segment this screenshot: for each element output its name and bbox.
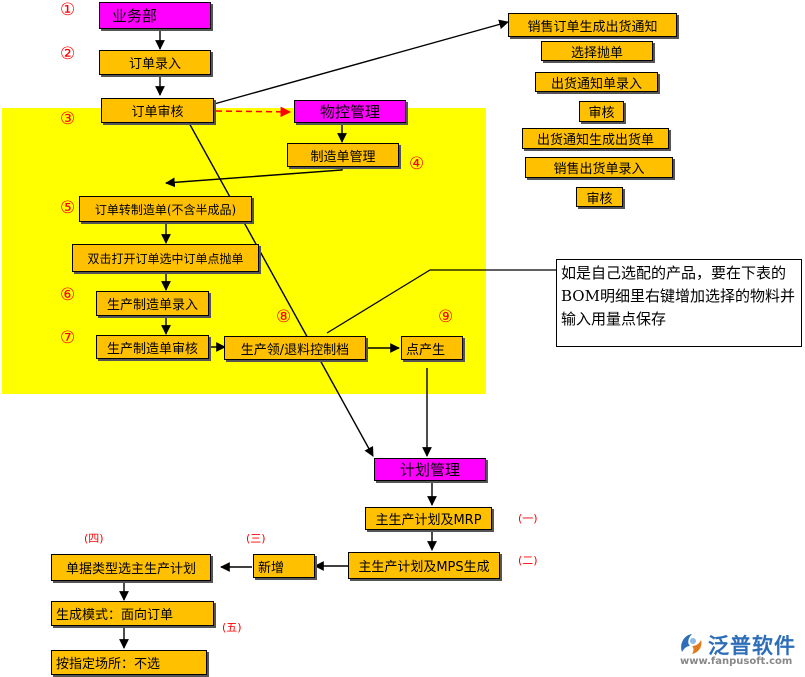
marker-2: ②: [60, 44, 76, 64]
node-review-1: 审核: [579, 101, 624, 122]
logo-name: 泛普软件: [708, 634, 796, 658]
node-click-produce: 点产生: [401, 336, 463, 360]
node-mo-management: 制造单管理: [287, 143, 399, 167]
node-mps-generate: 主生产计划及MPS生成: [348, 552, 500, 579]
node-sales-delivery-notice: 销售订单生成出货通知: [508, 13, 677, 37]
marker-8: ⑧: [276, 307, 292, 327]
marker-7: ⑦: [60, 328, 76, 348]
marker-1: ①: [60, 0, 76, 20]
node-mps-mrp: 主生产计划及MRP: [365, 507, 492, 530]
node-review-2: 审核: [576, 187, 623, 207]
marker-c4: (四): [84, 532, 104, 545]
note-box: 如是自己选配的产品，要在下表的BOM明细里右键增加选择的物料并输入用量点保存: [556, 259, 802, 347]
node-new: 新增: [253, 554, 315, 578]
node-doc-type-select: 单据类型选主生产计划: [51, 554, 211, 581]
node-material-issue: 生产领/退料控制档: [224, 336, 366, 360]
node-delivery-notice-entry: 出货通知单录入: [535, 72, 658, 92]
node-mo-review: 生产制造单审核: [96, 335, 209, 359]
marker-c2: (二): [518, 554, 538, 567]
node-material-control: 物控管理: [294, 100, 406, 123]
node-notice-to-delivery: 出货通知生成出货单: [522, 128, 669, 149]
marker-c3: (三): [246, 532, 266, 545]
logo-url: www.fanpusoft.com: [680, 656, 793, 667]
node-select-pick: 选择抛单: [541, 41, 653, 61]
node-assign-site: 按指定场所：不选: [51, 650, 207, 675]
node-sales-delivery-entry: 销售出货单录入: [525, 157, 673, 178]
node-planning: 计划管理: [374, 458, 486, 481]
marker-4: ④: [409, 154, 425, 174]
marker-6: ⑥: [60, 285, 76, 305]
marker-c5: (五): [222, 621, 242, 634]
fanpu-logo-icon: [681, 634, 702, 654]
marker-c1: (一): [518, 512, 538, 525]
node-order-to-mo: 订单转制造单(不含半成品): [79, 196, 252, 222]
marker-3: ③: [60, 109, 76, 129]
node-business-dept: 业务部: [99, 2, 211, 29]
node-mo-entry: 生产制造单录入: [96, 291, 209, 316]
node-gen-mode: 生成模式：面向订单: [51, 601, 214, 626]
node-order-review: 订单审核: [101, 98, 214, 123]
logo: 泛普软件 www.fanpusoft.com: [678, 630, 800, 670]
node-dblclick-pick: 双击打开订单选中订单点抛单: [72, 244, 259, 272]
node-order-entry: 订单录入: [99, 50, 211, 75]
marker-5: ⑤: [60, 198, 76, 218]
marker-9: ⑨: [438, 307, 454, 327]
